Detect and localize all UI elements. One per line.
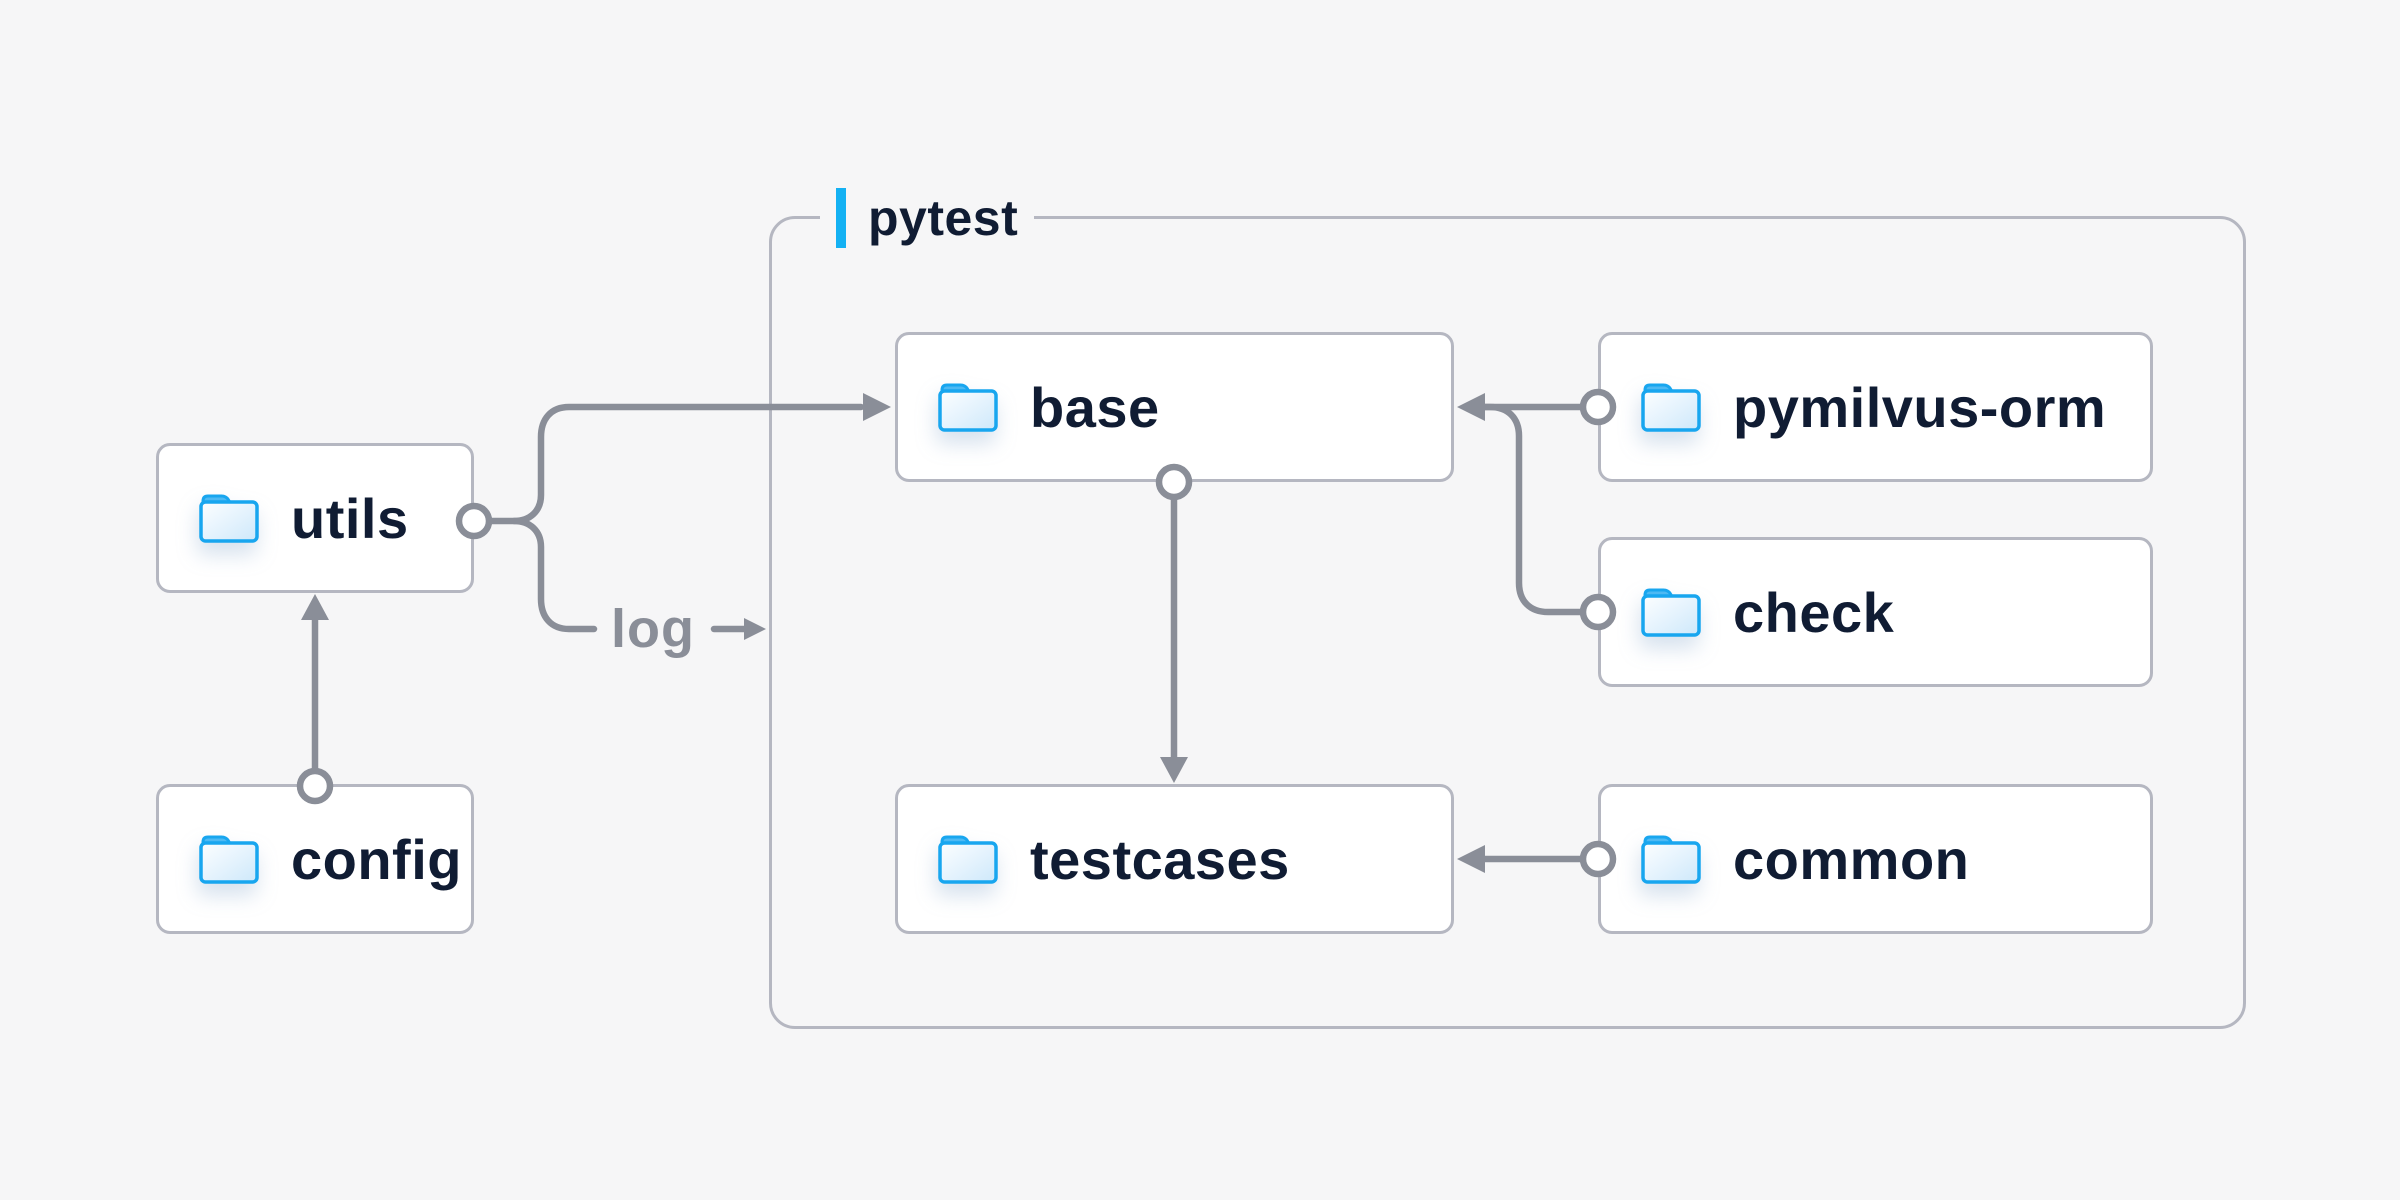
- node-label: common: [1733, 827, 1970, 891]
- accent-bar: [836, 188, 846, 248]
- node-utils: utils: [156, 443, 474, 593]
- pytest-group-label: pytest: [820, 185, 1035, 251]
- edge-log-pytest: [710, 618, 766, 640]
- node-label: check: [1733, 580, 1895, 644]
- edge-utils-log: [455, 502, 598, 633]
- node-common: common: [1598, 784, 2153, 934]
- node-label: utils: [291, 486, 409, 550]
- node-config: config: [156, 784, 474, 934]
- pytest-group-title: pytest: [868, 190, 1019, 246]
- node-base: base: [895, 332, 1454, 482]
- folder-icon: [1641, 383, 1701, 432]
- folder-icon: [1641, 835, 1701, 884]
- node-label: testcases: [1030, 827, 1290, 891]
- node-label: config: [291, 827, 462, 891]
- folder-icon: [199, 835, 259, 884]
- node-pymilvus-orm: pymilvus-orm: [1598, 332, 2153, 482]
- pytest-group-container: pytest: [769, 185, 2246, 1029]
- arrowhead-right-icon: [744, 618, 766, 640]
- folder-icon: [938, 383, 998, 432]
- node-label: pymilvus-orm: [1733, 375, 2107, 439]
- arrowhead-up-icon: [301, 594, 329, 620]
- node-label: base: [1030, 375, 1160, 439]
- folder-icon: [199, 494, 259, 543]
- edge-config-utils: [296, 594, 334, 805]
- node-check: check: [1598, 537, 2153, 687]
- edge-label-log: log: [611, 599, 695, 659]
- folder-icon: [1641, 588, 1701, 637]
- node-testcases: testcases: [895, 784, 1454, 934]
- folder-icon: [938, 835, 998, 884]
